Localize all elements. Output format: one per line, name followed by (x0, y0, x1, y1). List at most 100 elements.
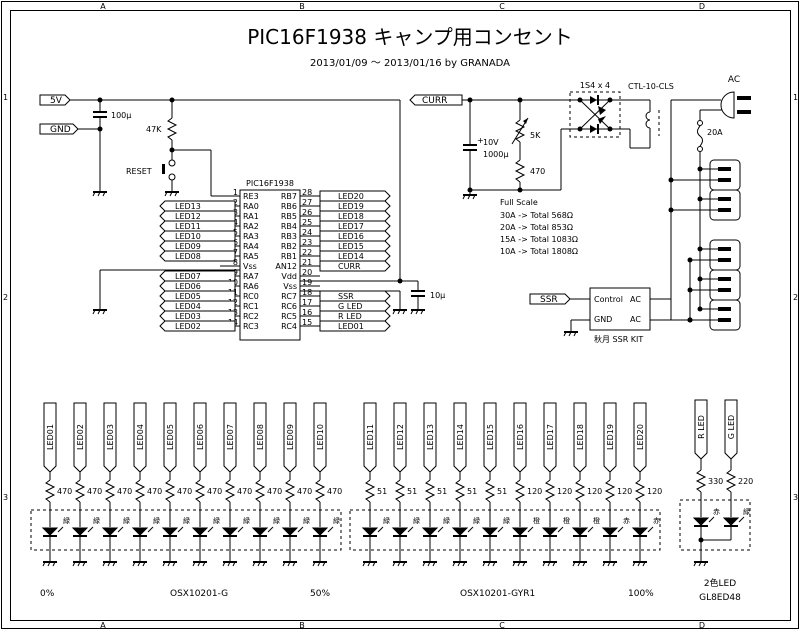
led-icon (451, 527, 469, 536)
led-color-label: 緑 (383, 516, 390, 525)
net-flag-label: LED11 (175, 222, 201, 231)
resistor-label: 470 (147, 487, 162, 496)
resistor-label: 120 (647, 487, 662, 496)
resistor (224, 479, 236, 503)
pin-name: Vss (243, 262, 257, 271)
ct-label: CTL-10-CLS (628, 82, 674, 91)
ac-section: AC 20A SSR Control GND AC AC 秋月 SSR KIT (529, 75, 751, 344)
net-flag-label: G LED (338, 302, 362, 311)
led-icon (221, 527, 239, 536)
led-net-label: LED15 (486, 424, 495, 450)
pin-name: RA7 (243, 272, 259, 281)
led-color-label: 橙 (533, 516, 540, 525)
ac-outlet (687, 239, 741, 271)
resistor-label: 51 (407, 487, 417, 496)
resistor-47k (166, 117, 178, 141)
led-color-label: 赤 (713, 508, 720, 516)
resistor (194, 479, 206, 503)
led-net-label: LED04 (136, 424, 145, 450)
led-icon (481, 527, 499, 536)
pin-name: RC5 (281, 312, 297, 321)
net-flag (43, 402, 57, 473)
resistor-label: 51 (497, 487, 507, 496)
cap-1000u-voltage: 10V (483, 138, 499, 147)
frame-col-label-top: A (100, 2, 106, 11)
pot-5k-label: 5K (530, 131, 541, 140)
ground-icon (512, 561, 527, 567)
led-net-label: LED01 (46, 424, 55, 450)
pin-number: 16 (302, 308, 312, 317)
net-flag (453, 402, 467, 473)
ac-outlet (687, 299, 741, 331)
ssr-kit-label: 秋月 SSR KIT (594, 334, 643, 344)
ac-outlet (668, 159, 741, 191)
net-flag (319, 190, 391, 202)
led-color-label: 緑 (503, 516, 510, 525)
led-icon (601, 527, 619, 536)
resistor-470 (514, 159, 526, 183)
reset-label: RESET (126, 167, 152, 176)
net-flag (319, 250, 391, 262)
led-icon (361, 527, 379, 536)
full-scale-line: 10A -> Total 1808Ω (500, 247, 578, 256)
mcu-pin-left: 10RA6LED06 (159, 278, 259, 292)
ground-icon (693, 561, 708, 567)
net-flag (363, 402, 377, 473)
led-bar-2: LED1151緑LED1251緑LED1351緑LED1451緑LED1551緑… (349, 402, 662, 567)
resistor (544, 479, 556, 503)
led-color-label: 橙 (593, 516, 600, 525)
resistor (314, 479, 326, 503)
net-flag-label: LED20 (338, 192, 364, 201)
led-icon (191, 527, 209, 536)
net-flag (319, 310, 391, 322)
led-color-label: 緑 (63, 516, 70, 525)
led-net-label: LED03 (106, 424, 115, 450)
pin-name: RA6 (243, 282, 259, 291)
net-flag-label: LED18 (338, 212, 364, 221)
resistor (104, 479, 116, 503)
net-flag (319, 200, 391, 212)
pin-number: 24 (302, 228, 312, 237)
svg-text:+: + (477, 136, 484, 145)
ground-icon (282, 561, 297, 567)
bar1-left-label: 0% (40, 589, 55, 599)
ac-outlet (687, 269, 741, 301)
inner-frame (10, 10, 791, 621)
ground-icon (102, 561, 117, 567)
bridge-label: 1S4 x 4 (580, 81, 610, 90)
led-net-label: LED17 (546, 424, 555, 450)
led-color-label: 赤 (653, 517, 660, 525)
ssr-kit (589, 287, 651, 331)
reset-switch (168, 159, 176, 167)
fuse-label: 20A (707, 128, 723, 137)
resistor-label: 470 (267, 487, 282, 496)
resistor (604, 479, 616, 503)
pin-name: RC4 (281, 322, 297, 331)
frame-col-label-top: B (299, 2, 305, 11)
resistor-label: 470 (327, 487, 342, 496)
ground-icon (462, 194, 477, 200)
resistor (634, 479, 646, 503)
cap-100u-label: 100μ (111, 111, 131, 120)
led-color-label: 赤 (623, 517, 630, 525)
led-icon (511, 527, 529, 536)
pin-name: RB3 (281, 232, 297, 241)
mcu-pin-left: 4RA2LED11 (159, 218, 259, 232)
mcu-pin-left: 7RA5LED08 (159, 248, 259, 262)
net-flag (193, 402, 207, 473)
resistor-label: 470 (177, 487, 192, 496)
net-flag (159, 250, 236, 262)
